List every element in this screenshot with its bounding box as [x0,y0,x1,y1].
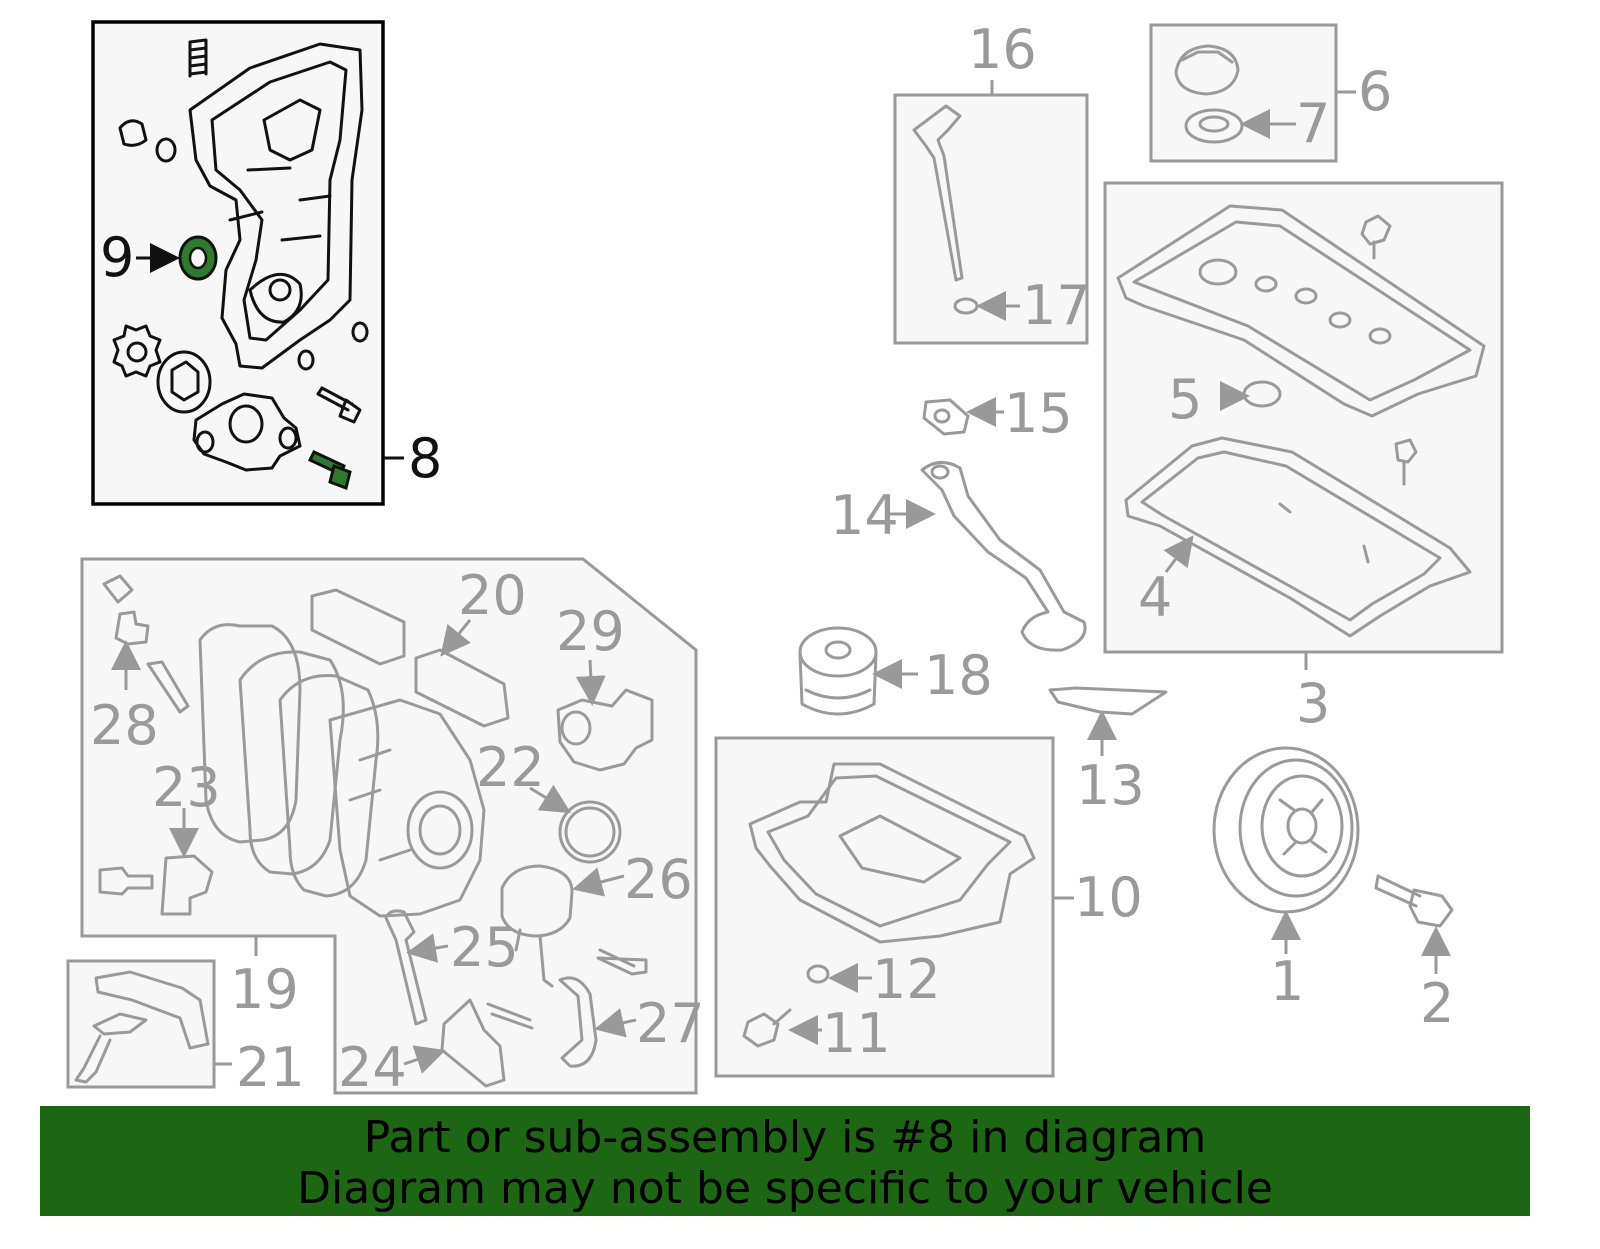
callout-7: 7 [1296,92,1330,155]
callout-12: 12 [872,948,941,1011]
callout-3: 3 [1296,672,1330,735]
banner-line-1: Part or sub-assembly is #8 in diagram [363,1112,1207,1163]
info-banner: Part or sub-assembly is #8 in diagram Di… [40,1106,1530,1216]
oil-pan-panel[interactable] [714,736,1055,1078]
callout-22: 22 [476,736,545,799]
crankshaft-pulley-bolt[interactable] [1374,874,1454,928]
callout-18: 18 [924,644,993,707]
callout-14: 14 [830,484,899,547]
oil-baffle[interactable] [1048,686,1168,716]
callout-17: 17 [1022,274,1091,337]
callout-15: 15 [1004,382,1073,445]
callout-20: 20 [458,564,527,627]
callout-13: 13 [1076,754,1145,817]
callout-19: 19 [230,958,299,1021]
callout-10: 10 [1074,866,1143,929]
callout-28: 28 [90,694,159,757]
callout-25: 25 [450,916,519,979]
bracket-panel[interactable] [66,959,216,1089]
callout-16: 16 [968,18,1037,81]
crankshaft-pulley[interactable] [1212,746,1360,914]
callout-21: 21 [236,1036,305,1099]
timing-cover-assembly-panel[interactable] [91,20,385,506]
callout-1: 1 [1270,950,1304,1013]
banner-line-2: Diagram may not be specific to your vehi… [297,1163,1273,1214]
callout-5: 5 [1168,368,1202,431]
callout-27: 27 [636,992,705,1055]
callout-26: 26 [624,848,693,911]
oil-pickup-gasket[interactable] [922,398,970,436]
oil-pickup-tube[interactable] [920,461,1087,652]
callout-23: 23 [152,756,221,819]
callout-8: 8 [408,427,442,490]
callout-2: 2 [1420,972,1454,1035]
oil-filter[interactable] [798,626,878,716]
valve-cover-panel[interactable] [1103,181,1504,654]
callout-9: 9 [100,226,134,289]
callout-24: 24 [338,1036,407,1099]
callout-29: 29 [556,600,625,663]
callout-4: 4 [1138,566,1172,629]
callout-6: 6 [1358,60,1392,123]
intake-manifold-panel[interactable] [80,557,698,1095]
callout-11: 11 [822,1002,891,1065]
